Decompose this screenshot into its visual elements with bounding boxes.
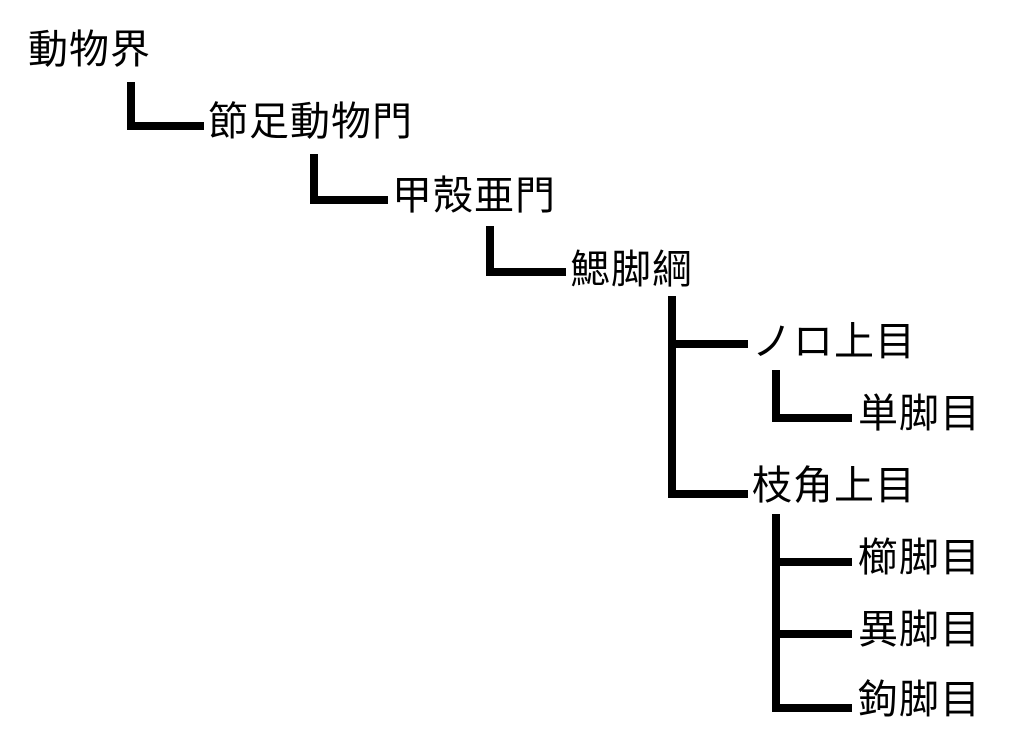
connector-cladocera-orders bbox=[772, 514, 852, 712]
node-subphylum-label: 甲殻亜門 bbox=[392, 173, 556, 219]
node-superorder-1-label: ノロ上目 bbox=[752, 319, 916, 365]
node-superorder-2-label: 枝角上目 bbox=[752, 463, 916, 509]
connector-branchiopoda-superorders bbox=[668, 296, 748, 498]
node-class-label: 鰓脚綱 bbox=[570, 247, 693, 293]
node-kingdom-label: 動物界 bbox=[28, 27, 151, 73]
node-order-2-1-label: 櫛脚目 bbox=[858, 535, 981, 581]
node-order-2-3-label: 鉤脚目 bbox=[858, 677, 981, 723]
node-order-1-1-label: 単脚目 bbox=[858, 391, 981, 437]
node-order-2-2-label: 異脚目 bbox=[858, 607, 981, 653]
node-phylum-label: 節足動物門 bbox=[208, 99, 413, 145]
connector-arthropoda-crustacea bbox=[310, 154, 388, 204]
connector-crustacea-branchiopoda bbox=[486, 226, 566, 276]
connector-animalia-arthropoda bbox=[127, 82, 204, 130]
connector-diplostraca-anomopoda bbox=[772, 370, 852, 422]
